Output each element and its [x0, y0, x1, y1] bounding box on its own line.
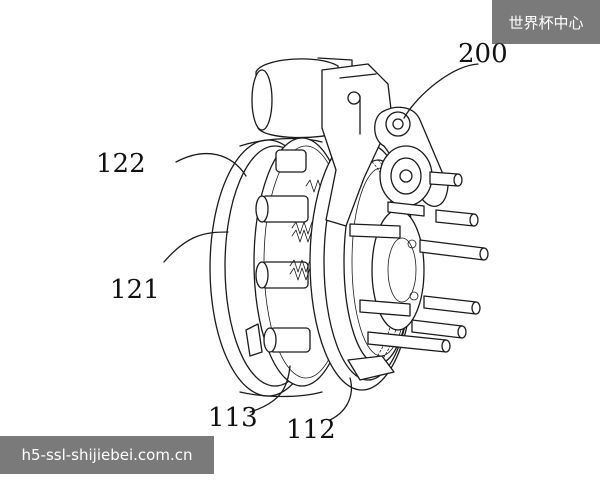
belt-pulley: [374, 106, 449, 207]
watermark-badge: 世界杯中心: [492, 0, 600, 44]
bracket-arm: [321, 63, 393, 227]
label-112: 112: [286, 415, 336, 445]
label-113: 113: [208, 403, 258, 433]
label-121: 121: [110, 275, 160, 305]
leader-lines: [163, 63, 479, 421]
label-122: 122: [96, 149, 146, 179]
hub-plate: [371, 209, 425, 331]
watermark-url: h5-ssl-shijiebei.com.cn: [0, 436, 214, 474]
base: [245, 323, 395, 381]
output-shafts: [349, 171, 489, 353]
motor: [251, 57, 353, 139]
label-200: 200: [458, 39, 508, 69]
